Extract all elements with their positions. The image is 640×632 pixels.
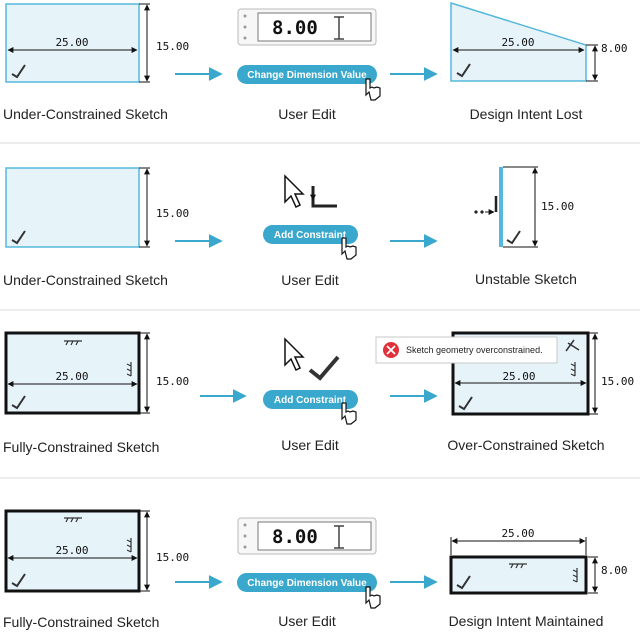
- caption: User Edit: [281, 437, 339, 453]
- grip-icon: [243, 14, 247, 18]
- caption: User Edit: [281, 272, 339, 288]
- height-dimension-label: 15.00: [156, 375, 189, 388]
- width-dimension-label: 25.00: [55, 370, 88, 383]
- fixed-constraint-icon: [11, 573, 26, 588]
- horizontal-constraint-icon: [509, 563, 527, 569]
- height-dimension-label: 15.00: [156, 207, 189, 220]
- text-cursor-icon: [334, 525, 344, 549]
- design-intent-lost-sketch: 25.00 8.00 Design Intent Lost: [450, 1, 628, 122]
- caption: User Edit: [278, 106, 336, 122]
- vertical-constraint-icon: [126, 362, 132, 377]
- caption: Fully-Constrained Sketch: [3, 439, 159, 455]
- fixed-constraint-icon: [11, 64, 26, 79]
- sketch-rectangle: [5, 3, 140, 83]
- error-tooltip: [375, 336, 558, 364]
- change-dimension-button-label: Change Dimension Value: [247, 578, 367, 589]
- unstable-sketch: 15.00 Unstable Sketch: [474, 166, 577, 287]
- user-edit-2: Add Constraint User Edit: [263, 174, 358, 288]
- dimension-input-value: 8.00: [272, 526, 318, 548]
- user-edit-1: 8.00 Change Dimension Value User Edit: [237, 8, 381, 122]
- row-3: 25.00 15.00 Fully-Constrained Sketch Add…: [3, 331, 634, 455]
- grip-icon: [243, 545, 247, 549]
- fixed-constraint-icon: [506, 230, 521, 245]
- coincident-constraint-icon: [565, 339, 580, 352]
- caption: Design Intent Maintained: [449, 613, 604, 629]
- under-constrained-sketch-1: 25.00 15.00 Under-Constrained Sketch: [3, 3, 189, 122]
- collapsed-sketch: [499, 167, 503, 247]
- sketch-rectangle: [5, 167, 140, 248]
- horizontal-constraint-icon: [64, 517, 82, 523]
- fully-constrained-sketch-1: 25.00 15.00 Fully-Constrained Sketch: [3, 331, 189, 455]
- text-cursor-icon: [334, 16, 344, 40]
- fully-constrained-sketch-2: 25.00 15.00 Fully-Constrained Sketch: [3, 509, 189, 630]
- fixed-constraint-icon: [11, 230, 26, 245]
- dot: [474, 210, 478, 214]
- caption: Design Intent Lost: [470, 106, 583, 122]
- dimension-input-value: 8.00: [272, 17, 318, 39]
- hand-pointer-icon: [341, 237, 357, 260]
- user-edit-3: Add Constraint User Edit: [263, 337, 358, 453]
- design-intent-maintained-sketch: 25.00 8.00 Design Intent Maintained: [449, 527, 628, 629]
- width-dimension-label: 25.00: [501, 527, 534, 540]
- grip-icon: [243, 25, 247, 29]
- arrow-cursor-icon: [284, 337, 305, 372]
- dimension-input-field[interactable]: [257, 12, 372, 42]
- add-constraint-button[interactable]: [263, 225, 358, 244]
- sketch-rectangle: [449, 555, 588, 595]
- perpendicular-constraint-icon: [311, 186, 337, 208]
- horizontal-constraint-icon: [64, 340, 82, 346]
- height-dimension-label: 15.00: [156, 40, 189, 53]
- fixed-constraint-icon: [456, 575, 471, 590]
- width-dimension-label: 25.00: [55, 36, 88, 49]
- user-edit-4: 8.00 Change Dimension Value User Edit: [237, 517, 381, 629]
- height-dimension-label: 8.00: [601, 564, 628, 577]
- width-dimension-label: 25.00: [55, 544, 88, 557]
- change-dimension-button[interactable]: [237, 573, 377, 592]
- fixed-constraint-icon: [308, 355, 340, 381]
- vertical-constraint-icon: [126, 538, 132, 553]
- caption: Under-Constrained Sketch: [3, 106, 168, 122]
- row-1: 25.00 15.00 Under-Constrained Sketch 8.0…: [3, 1, 628, 122]
- dimension-input-field[interactable]: [257, 521, 372, 551]
- caption: Unstable Sketch: [475, 271, 577, 287]
- grip-icon: [243, 523, 247, 527]
- change-dimension-button[interactable]: [237, 65, 377, 84]
- fixed-constraint-icon: [11, 395, 26, 410]
- add-constraint-button-label: Add Constraint: [274, 395, 347, 406]
- add-constraint-button[interactable]: [263, 390, 358, 409]
- sketch-rectangle: [4, 331, 141, 415]
- caption: User Edit: [278, 613, 336, 629]
- row-2: 15.00 Under-Constrained Sketch Add Const…: [3, 166, 577, 288]
- width-dimension-label: 25.00: [502, 370, 535, 383]
- height-dimension-label: 8.00: [601, 42, 628, 55]
- caption: Over-Constrained Sketch: [447, 437, 604, 453]
- hand-pointer-icon: [365, 586, 381, 609]
- row-4: 25.00 15.00 Fully-Constrained Sketch 8.0…: [3, 509, 628, 630]
- hand-pointer-icon: [365, 78, 381, 101]
- error-message: Sketch geometry overconstrained.: [406, 345, 543, 355]
- height-dimension-label: 15.00: [601, 375, 634, 388]
- arrow-cursor-icon: [284, 174, 305, 209]
- dot: [480, 210, 484, 214]
- over-constrained-sketch: 25.00 15.00 Sketch geometry overconstrai…: [375, 331, 634, 453]
- error-x-mark: [386, 345, 396, 355]
- add-constraint-button-label: Add Constraint: [274, 230, 347, 241]
- fixed-constraint-icon: [456, 63, 471, 78]
- grip-icon: [243, 36, 247, 40]
- hand-pointer-icon: [341, 402, 357, 425]
- fixed-constraint-icon: [458, 396, 473, 411]
- caption: Under-Constrained Sketch: [3, 272, 168, 288]
- change-dimension-button-label: Change Dimension Value: [247, 70, 367, 81]
- under-constrained-sketch-2: 15.00 Under-Constrained Sketch: [3, 167, 189, 288]
- sketch-rectangle: [4, 509, 141, 593]
- vertical-constraint-icon: [570, 362, 576, 377]
- grip-icon: [243, 534, 247, 538]
- height-dimension-label: 15.00: [156, 551, 189, 564]
- height-dimension-label: 15.00: [541, 200, 574, 213]
- vertical-constraint-icon: [572, 568, 578, 583]
- width-dimension-label: 25.00: [501, 36, 534, 49]
- caption: Fully-Constrained Sketch: [3, 614, 159, 630]
